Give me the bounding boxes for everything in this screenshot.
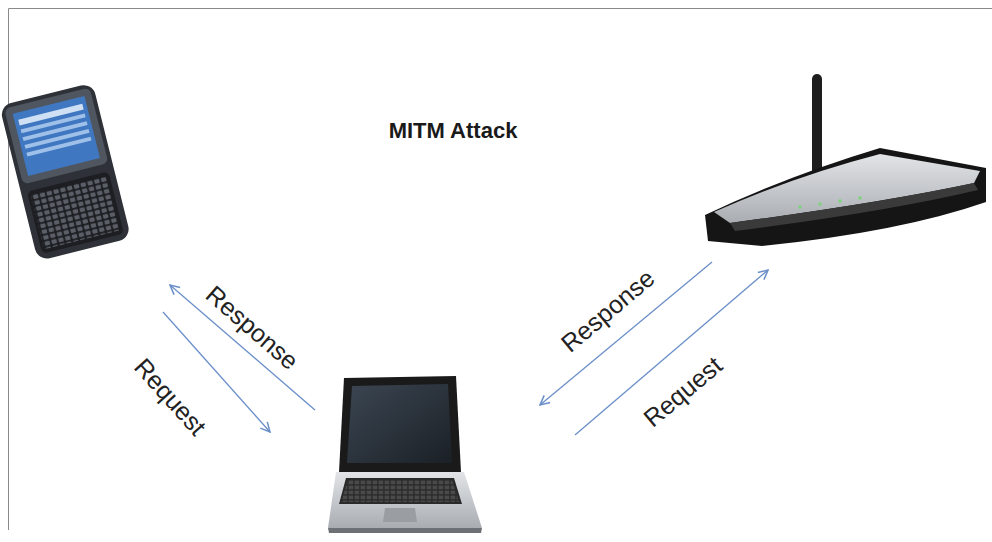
laptop-icon xyxy=(328,376,482,533)
phone-icon xyxy=(0,83,131,261)
frame xyxy=(9,9,992,531)
arrow-label: Request xyxy=(129,353,212,441)
arrow-label: Response xyxy=(556,264,660,357)
arrow-label: Response xyxy=(200,281,303,376)
router-icon xyxy=(705,74,986,246)
arrows xyxy=(163,262,768,435)
diagram-title: MITM Attack xyxy=(389,119,518,143)
arrow-label: Request xyxy=(638,352,727,433)
